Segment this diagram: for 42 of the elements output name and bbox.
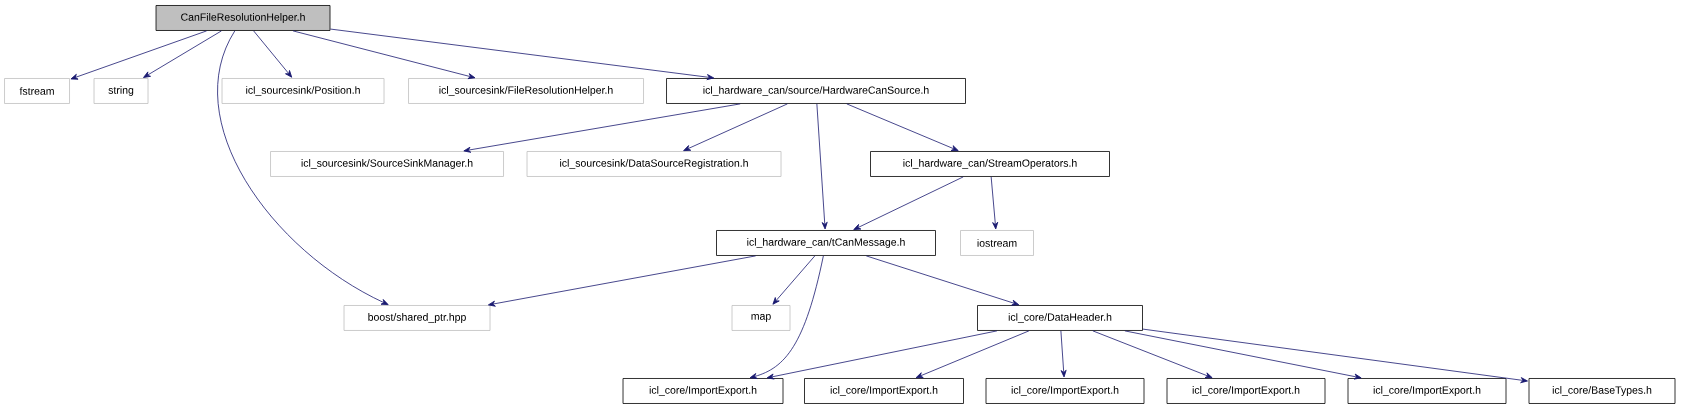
arrow: [865, 255, 1020, 306]
arrow: [990, 176, 999, 230]
header-file-box: icl_sourcesink/DataSourceRegistration.h: [526, 151, 782, 177]
header-file-box: icl_hardware_can/StreamOperators.h: [870, 151, 1110, 177]
arrow: [292, 30, 476, 80]
header-file-box: icl_sourcesink/FileResolutionHelper.h: [408, 78, 644, 104]
header-file-box: icl_sourcesink/Position.h: [221, 78, 385, 104]
header-file-box: icl_hardware_can/tCanMessage.h: [716, 230, 936, 256]
header-file-box: icl_core/ImportExport.h: [804, 378, 964, 404]
header-file-box: icl_sourcesink/SourceSinkManager.h: [270, 151, 504, 177]
arrow: [749, 255, 824, 379]
header-file-box: icl_core/DataHeader.h: [977, 305, 1143, 331]
header-file-box: icl_hardware_can/source/HardwareCanSource.h: [666, 78, 966, 104]
arrow: [846, 103, 959, 152]
arrow: [1092, 330, 1213, 379]
arrow: [683, 103, 788, 152]
arrow: [816, 103, 828, 230]
arrow: [70, 30, 208, 80]
header-file-box: map: [731, 305, 791, 331]
header-file-box: boost/shared_ptr.hpp: [343, 305, 491, 331]
arrow: [463, 103, 741, 153]
arrow: [253, 30, 293, 78]
arrow: [1124, 330, 1362, 380]
header-file-box: CanFileResolutionHelper.h: [155, 5, 331, 31]
arrow: [217, 30, 389, 305]
arrow: [1142, 328, 1528, 384]
header-file-box: string: [93, 78, 149, 104]
header-file-box: fstream: [4, 78, 70, 104]
header-file-box: iostream: [960, 230, 1034, 256]
header-file-box: icl_core/ImportExport.h: [985, 378, 1145, 404]
header-file-box: icl_core/ImportExport.h: [622, 378, 784, 404]
arrow: [772, 255, 816, 305]
arrow: [853, 176, 964, 230]
arrow: [143, 30, 222, 78]
header-file-box: icl_core/BaseTypes.h: [1528, 378, 1676, 404]
header-file-box: icl_core/ImportExport.h: [1347, 378, 1507, 404]
arrow: [1060, 330, 1067, 378]
arrow: [330, 28, 715, 81]
arrow: [915, 330, 1030, 379]
arrow: [488, 255, 757, 307]
arrow: [766, 330, 998, 380]
header-file-box: icl_core/ImportExport.h: [1166, 378, 1326, 404]
